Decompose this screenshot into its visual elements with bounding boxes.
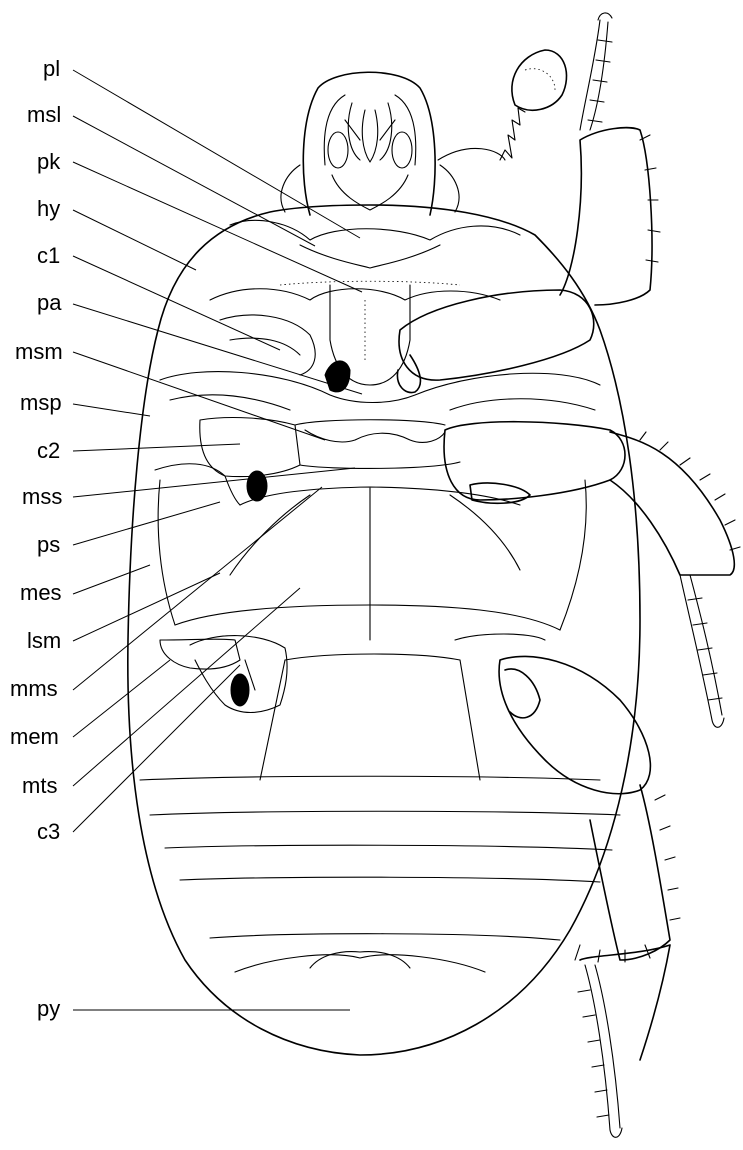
label-pa: pa bbox=[37, 292, 61, 314]
label-mss: mss bbox=[22, 486, 62, 508]
label-msm: msm bbox=[15, 341, 63, 363]
head bbox=[281, 72, 459, 215]
label-msl: msl bbox=[27, 104, 61, 126]
label-mem: mem bbox=[10, 726, 59, 748]
label-py: py bbox=[37, 998, 60, 1020]
label-hy: hy bbox=[37, 198, 60, 220]
label-mts: mts bbox=[22, 775, 57, 797]
body-outline bbox=[128, 205, 640, 1055]
label-ps: ps bbox=[37, 534, 60, 556]
label-pk: pk bbox=[37, 151, 60, 173]
abdomen bbox=[150, 811, 620, 972]
fore-leg bbox=[397, 13, 660, 393]
metacoxal-spot bbox=[231, 674, 249, 706]
prothorax bbox=[160, 220, 600, 410]
label-c2: c2 bbox=[37, 440, 60, 462]
mesothorax bbox=[155, 418, 586, 640]
antenna bbox=[438, 50, 567, 160]
procoxal-spot bbox=[325, 361, 350, 392]
mesocoxal-spot bbox=[247, 471, 267, 501]
label-c1: c1 bbox=[37, 245, 60, 267]
leader-lines bbox=[73, 70, 362, 1010]
middle-leg bbox=[444, 422, 740, 728]
label-c3: c3 bbox=[37, 821, 60, 843]
label-msp: msp bbox=[20, 392, 62, 414]
label-mms: mms bbox=[10, 678, 58, 700]
label-mes: mes bbox=[20, 582, 62, 604]
label-pl: pl bbox=[43, 58, 60, 80]
hind-leg bbox=[499, 656, 680, 1137]
label-lsm: lsm bbox=[27, 630, 61, 652]
